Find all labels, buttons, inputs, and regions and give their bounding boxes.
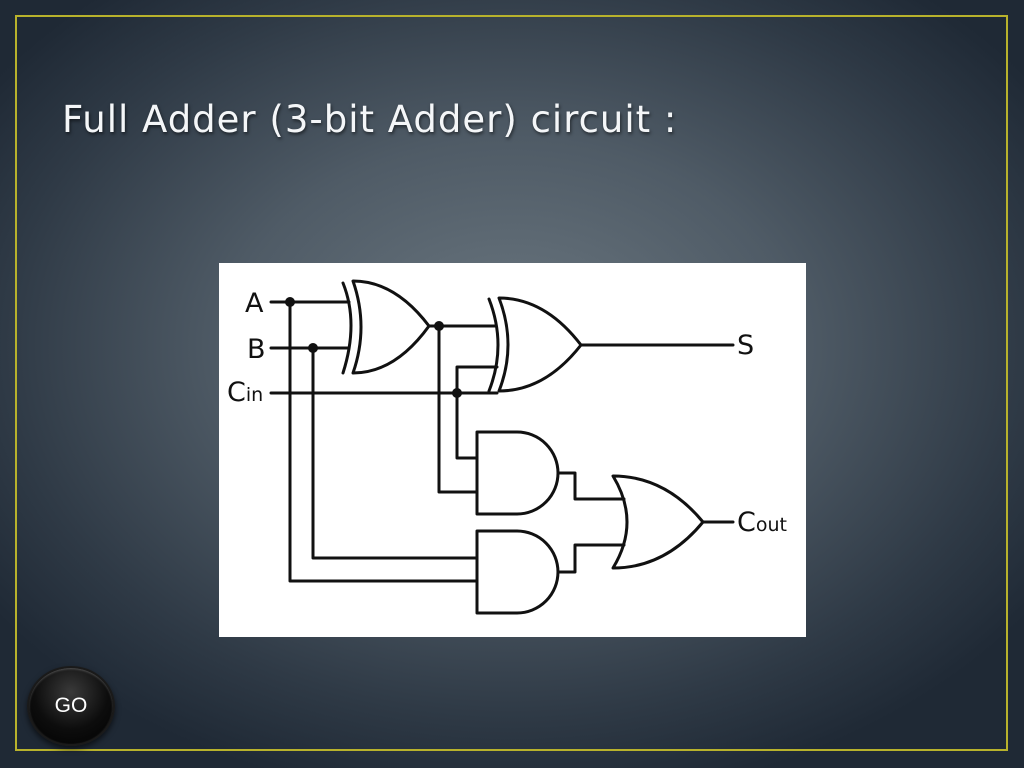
and-gate-2 [475, 529, 560, 615]
input-label-b: B [247, 334, 266, 365]
wire-junctions [285, 297, 462, 398]
full-adder-diagram: A B Cin S Cout [219, 263, 806, 637]
cout-main: C [737, 507, 756, 538]
output-label-cout: Cout [737, 507, 787, 538]
input-label-cin: Cin [227, 377, 263, 408]
and-gate-1 [475, 430, 560, 516]
xor-gate-1 [341, 279, 431, 375]
slide-title: Full Adder (3-bit Adder) circuit : [62, 98, 678, 141]
cout-sub: out [756, 514, 787, 536]
go-button[interactable]: GO [27, 666, 115, 746]
or-gate [611, 474, 705, 570]
output-label-s: S [737, 330, 754, 361]
xor-gate-2 [487, 296, 583, 393]
circuit-wires [269, 300, 735, 583]
slide-frame [15, 15, 1008, 751]
cin-main: C [227, 377, 246, 408]
input-label-a: A [245, 288, 264, 319]
cin-sub: in [246, 384, 263, 406]
